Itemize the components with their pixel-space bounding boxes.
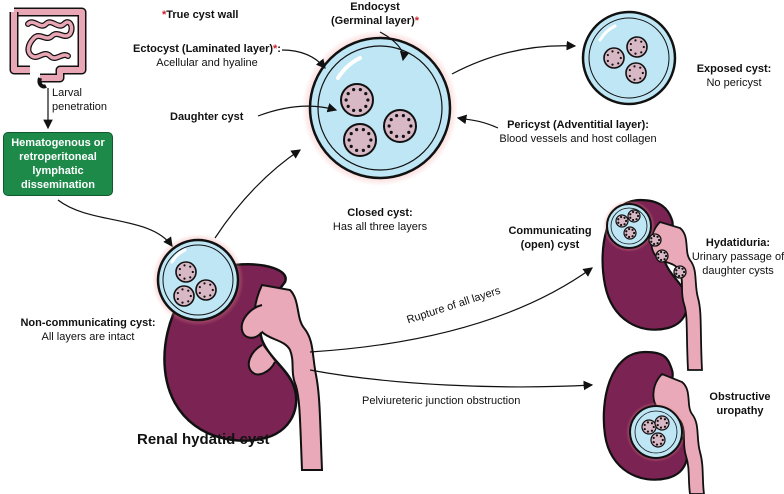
label-daughter-cyst: Daughter cyst — [170, 111, 244, 123]
label-larval-penetration: Larval penetration — [52, 87, 108, 113]
exposed-cyst — [581, 10, 677, 106]
label-communicating: Communicating (open) cyst — [508, 225, 592, 251]
label-pericyst: Pericyst (Adventitial layer): Blood vess… — [499, 119, 657, 145]
intestine-icon — [9, 7, 87, 89]
arrow-pelviureteric — [309, 369, 594, 391]
label-exposed-cyst: Exposed cyst: No pericyst — [696, 63, 772, 89]
daughter-cyst-c2 — [627, 209, 641, 223]
label-ectocyst: Ectocyst (Laminated layer)*: Acellular a… — [133, 43, 281, 69]
daughter-cyst-e1 — [603, 47, 625, 69]
daughter-cyst-n1 — [175, 261, 197, 283]
daughter-cyst-o2 — [654, 415, 670, 431]
daughter-cyst-c3 — [623, 226, 637, 240]
pointer-endocyst — [379, 31, 410, 62]
daughter-cyst-e2 — [626, 36, 648, 58]
daughter-cyst-c4 — [648, 233, 662, 247]
label-hydatiduria: Hydatiduria: Urinary passage of daughter… — [691, 237, 784, 277]
daughter-cyst-c6 — [673, 265, 687, 279]
label-noncommunicating: Non-communicating cyst: All layers are i… — [20, 317, 156, 343]
closed-cyst — [302, 30, 458, 186]
daughter-cyst-1 — [340, 83, 374, 117]
arrow-rupture — [309, 267, 593, 353]
pointer-ectocyst — [281, 49, 326, 69]
pointer-pericyst — [456, 114, 499, 129]
daughter-cyst-c1 — [615, 214, 629, 228]
label-obstructive: Obstructive uropathy — [709, 391, 771, 417]
label-pelviureteric: Pelviureteric junction obstruction — [362, 395, 521, 407]
daughter-cyst-c5 — [655, 249, 669, 263]
daughter-cyst-e3 — [625, 62, 647, 84]
noncommunicating-cyst — [152, 234, 244, 326]
daughter-cyst-o1 — [641, 419, 657, 435]
label-true-cyst-wall: *True cyst wall — [162, 9, 239, 21]
arrow-to-exposed-cyst — [451, 40, 577, 75]
daughter-cyst-2 — [383, 109, 417, 143]
dissemination-text: Hematogenous or retroperitoneal lymphati… — [11, 137, 105, 191]
daughter-cyst-n3 — [195, 279, 217, 301]
pointer-daughter — [257, 103, 338, 117]
daughter-cyst-3 — [343, 123, 377, 157]
dissemination-box: Hematogenous or retroperitoneal lymphati… — [3, 132, 113, 196]
daughter-cyst-o3 — [650, 432, 666, 448]
label-closed-cyst: Closed cyst: Has all three layers — [332, 207, 428, 233]
kidney-obstructive — [602, 350, 705, 494]
label-endocyst: Endocyst (Germinal layer)* — [330, 1, 420, 27]
daughter-cyst-n2 — [173, 285, 195, 307]
label-renal-hydatid-cyst: Renal hydatid cyst — [137, 431, 270, 448]
arrow-dissemination — [57, 199, 173, 247]
kidney-communicating — [601, 198, 703, 371]
arrow-to-closed-cyst — [214, 149, 301, 239]
